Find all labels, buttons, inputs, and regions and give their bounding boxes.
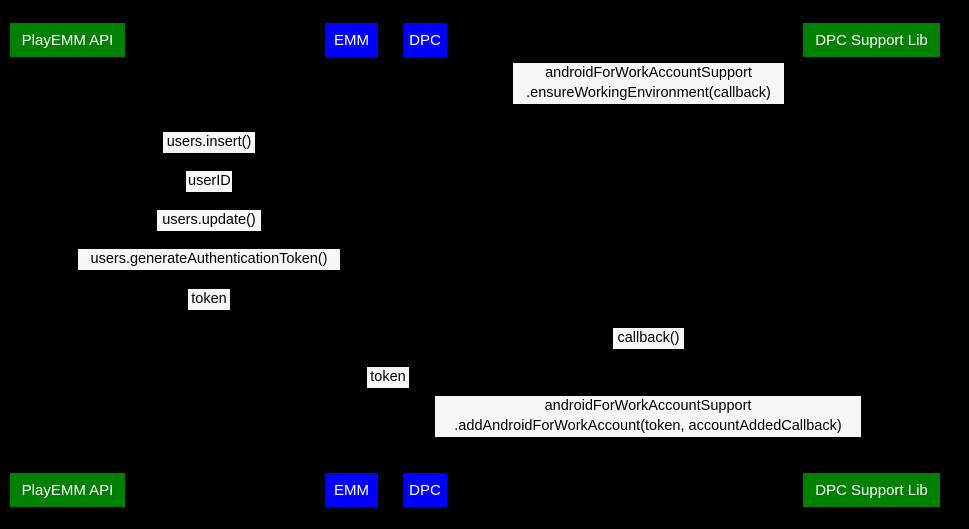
message-label-users-insert: users.insert() (163, 132, 255, 153)
participant-label: PlayEMM API (21, 481, 114, 499)
participant-label: DPC Support Lib (815, 31, 928, 49)
participant-label: EMM (334, 31, 369, 49)
participant-top-emm[interactable]: EMM (325, 23, 378, 57)
participant-bottom-emm[interactable]: EMM (325, 473, 378, 507)
message-label-users-generateauthenticationtoken: users.generateAuthenticationToken() (78, 249, 340, 270)
participant-label: EMM (334, 481, 369, 499)
message-label-androidforworkaccountsupport: androidForWorkAccountSupport .addAndroid… (435, 396, 861, 437)
participant-bottom-playemm-api[interactable]: PlayEMM API (10, 473, 125, 507)
participant-top-dpc[interactable]: DPC (403, 23, 447, 57)
message-label-callback: callback() (613, 328, 684, 349)
message-label-userid: userID (186, 171, 232, 192)
participant-bottom-dpc[interactable]: DPC (403, 473, 447, 507)
participant-label: DPC (409, 31, 441, 49)
participant-top-playemm-api[interactable]: PlayEMM API (10, 23, 125, 57)
message-label-token: token (188, 289, 230, 310)
message-label-users-update: users.update() (157, 210, 261, 231)
participant-top-dpc-support-lib[interactable]: DPC Support Lib (803, 23, 940, 57)
participant-bottom-dpc-support-lib[interactable]: DPC Support Lib (803, 473, 940, 507)
participant-label: DPC Support Lib (815, 481, 928, 499)
participant-label: DPC (409, 481, 441, 499)
message-label-token: token (367, 367, 409, 388)
participant-label: PlayEMM API (21, 31, 114, 49)
message-label-androidforworkaccountsupport: androidForWorkAccountSupport .ensureWork… (513, 63, 784, 104)
